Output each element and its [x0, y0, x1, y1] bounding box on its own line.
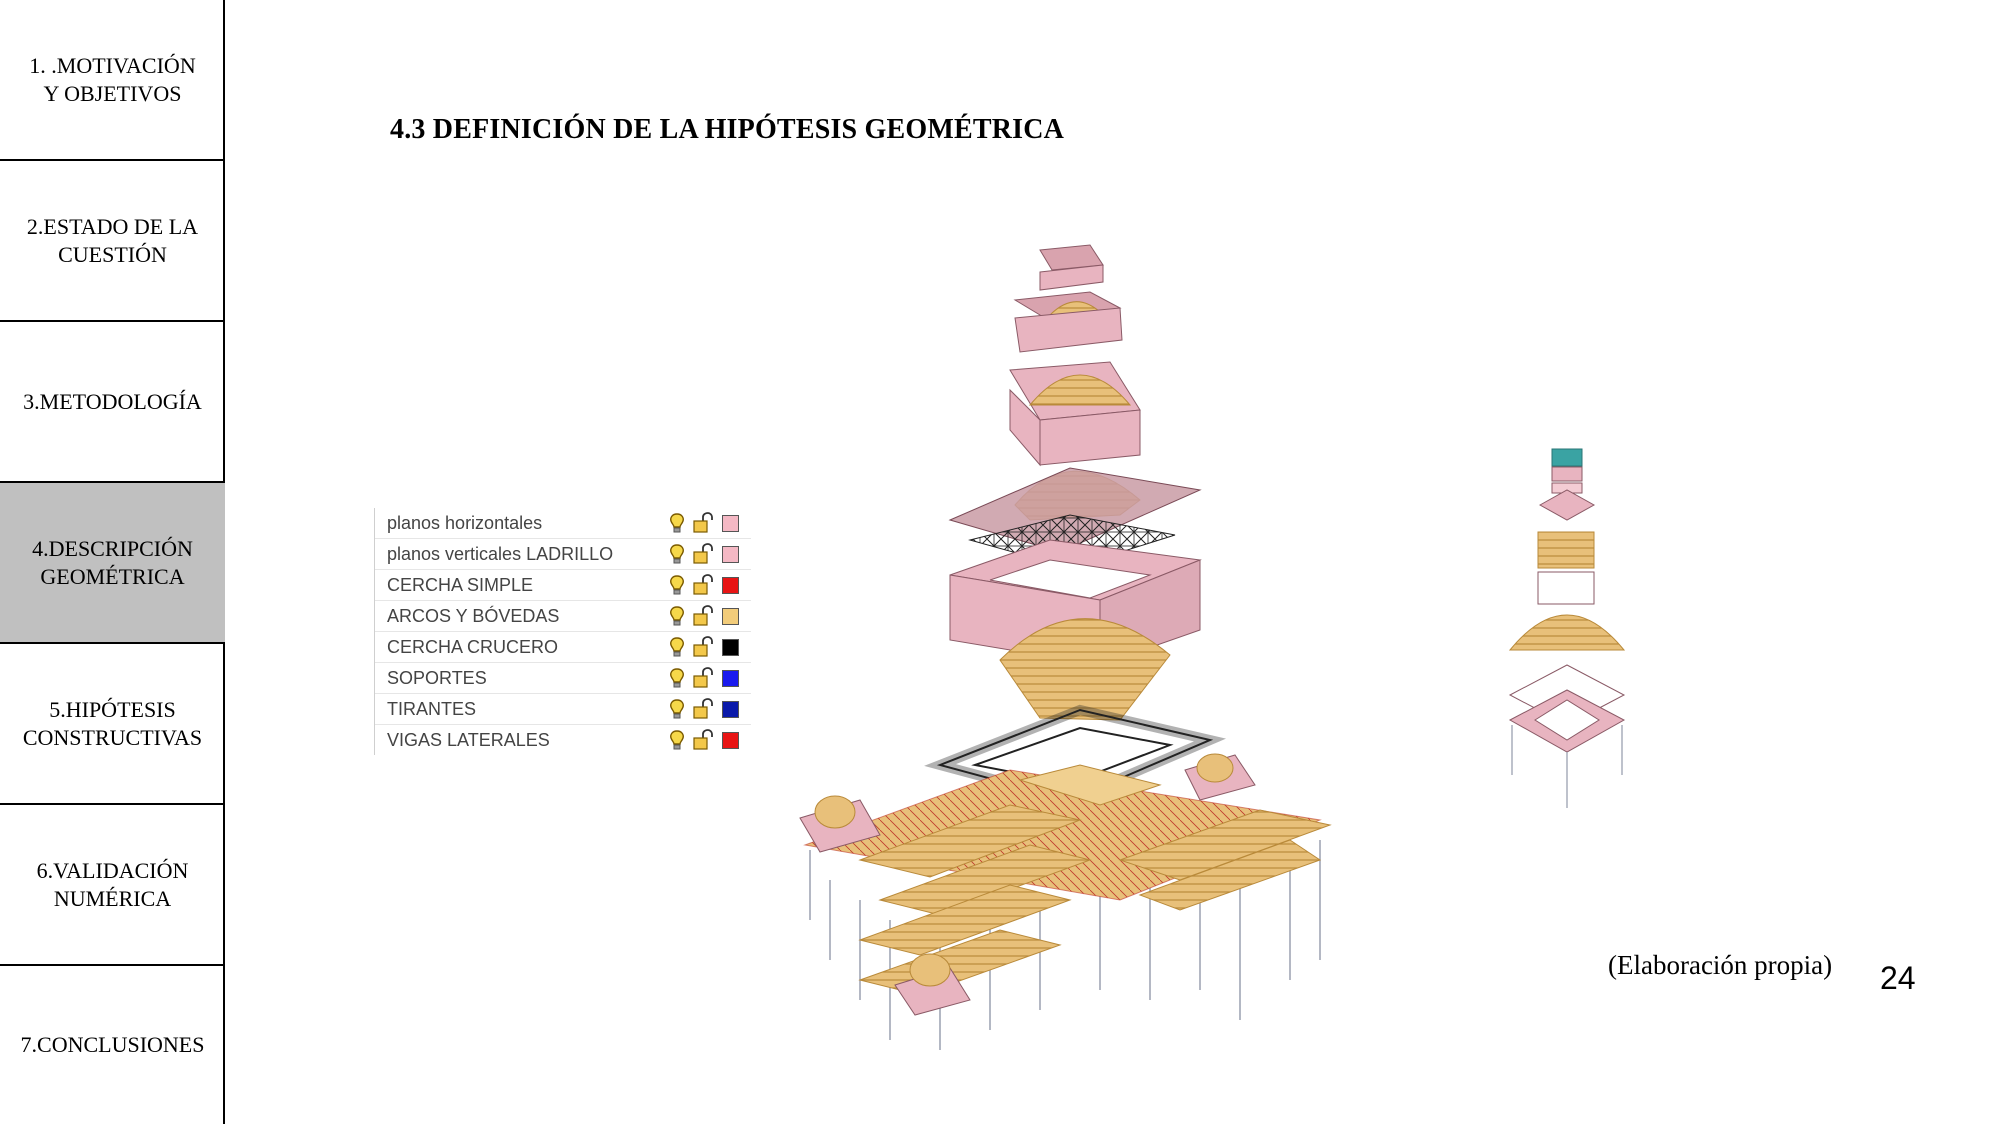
- unlock-icon[interactable]: [693, 543, 713, 565]
- lightbulb-icon[interactable]: [668, 667, 686, 689]
- vault-and-roof-plane: [948, 467, 1202, 569]
- layer-color-swatch[interactable]: [722, 577, 739, 594]
- unlock-icon[interactable]: [693, 636, 713, 658]
- layer-row[interactable]: ARCOS Y BÓVEDAS: [375, 601, 751, 632]
- layer-row[interactable]: planos verticales LADRILLO: [375, 539, 751, 570]
- layer-row[interactable]: TIRANTES: [375, 694, 751, 725]
- unlock-icon[interactable]: [693, 512, 713, 534]
- layer-name: SOPORTES: [387, 668, 487, 688]
- layer-panel: planos horizontales planos verticales LA…: [374, 508, 751, 755]
- unlock-icon[interactable]: [693, 605, 713, 627]
- nav-item-descripcion-geometrica[interactable]: 4.DESCRIPCIÓN GEOMÉTRICA: [0, 483, 225, 644]
- unlock-icon[interactable]: [693, 729, 713, 751]
- nav-item-hipotesis-constructivas[interactable]: 5.HIPÓTESIS CONSTRUCTIVAS: [0, 644, 225, 805]
- layer-row[interactable]: CERCHA CRUCERO: [375, 632, 751, 663]
- layer-name: CERCHA SIMPLE: [387, 575, 534, 595]
- main-drum-box: [949, 539, 1202, 721]
- lightbulb-icon[interactable]: [668, 636, 686, 658]
- page-number: 24: [1880, 960, 1916, 996]
- layer-color-swatch[interactable]: [722, 639, 739, 656]
- unlock-icon[interactable]: [693, 574, 713, 596]
- layer-name: TIRANTES: [387, 699, 477, 719]
- nav-item-validacion-numerica[interactable]: 6.VALIDACIÓN NUMÉRICA: [0, 805, 225, 966]
- layer-name: ARCOS Y BÓVEDAS: [387, 606, 560, 626]
- layer-name: planos horizontales: [387, 513, 543, 533]
- layer-color-swatch[interactable]: [722, 515, 739, 532]
- lightbulb-icon[interactable]: [668, 729, 686, 751]
- figure-caption: (Elaboración propia): [1608, 950, 1833, 980]
- page-title: 4.3 DEFINICIÓN DE LA HIPÓTESIS GEOMÉTRIC…: [390, 114, 1065, 145]
- layer-row[interactable]: SOPORTES: [375, 663, 751, 694]
- nav-item-estado-cuestion[interactable]: 2.ESTADO DE LA CUESTIÓN: [0, 161, 225, 322]
- lightbulb-icon[interactable]: [668, 512, 686, 534]
- lightbulb-icon[interactable]: [668, 698, 686, 720]
- lightbulb-icon[interactable]: [668, 574, 686, 596]
- lightbulb-icon[interactable]: [668, 605, 686, 627]
- nav-item-conclusiones[interactable]: 7.CONCLUSIONES: [20, 1032, 205, 1057]
- layer-name: planos verticales LADRILLO: [387, 544, 614, 564]
- layer-row[interactable]: CERCHA SIMPLE: [375, 570, 751, 601]
- layer-color-swatch[interactable]: [722, 670, 739, 687]
- layer-color-swatch[interactable]: [722, 701, 739, 718]
- nav-item-motivacion[interactable]: 1. .MOTIVACIÓN Y OBJETIVOS: [0, 0, 225, 161]
- upper-drum-box: [1009, 361, 1141, 467]
- unlock-icon[interactable]: [693, 667, 713, 689]
- layer-row[interactable]: VIGAS LATERALES: [375, 725, 751, 755]
- lower-vaulted-floor: [799, 753, 1332, 1050]
- layer-name: CERCHA CRUCERO: [387, 637, 559, 657]
- layer-color-swatch[interactable]: [722, 732, 739, 749]
- stacked-thumbnail: [1508, 448, 1626, 808]
- sidebar-nav: 1. .MOTIVACIÓN Y OBJETIVOS 2.ESTADO DE L…: [0, 0, 225, 1124]
- layer-name: VIGAS LATERALES: [387, 730, 550, 750]
- unlock-icon[interactable]: [693, 698, 713, 720]
- layer-color-swatch[interactable]: [722, 546, 739, 563]
- nav-item-metodologia[interactable]: 3.METODOLOGÍA: [0, 322, 225, 483]
- layer-row[interactable]: planos horizontales: [375, 508, 751, 539]
- top-lantern-box: [1013, 244, 1123, 353]
- lightbulb-icon[interactable]: [668, 543, 686, 565]
- layer-color-swatch[interactable]: [722, 608, 739, 625]
